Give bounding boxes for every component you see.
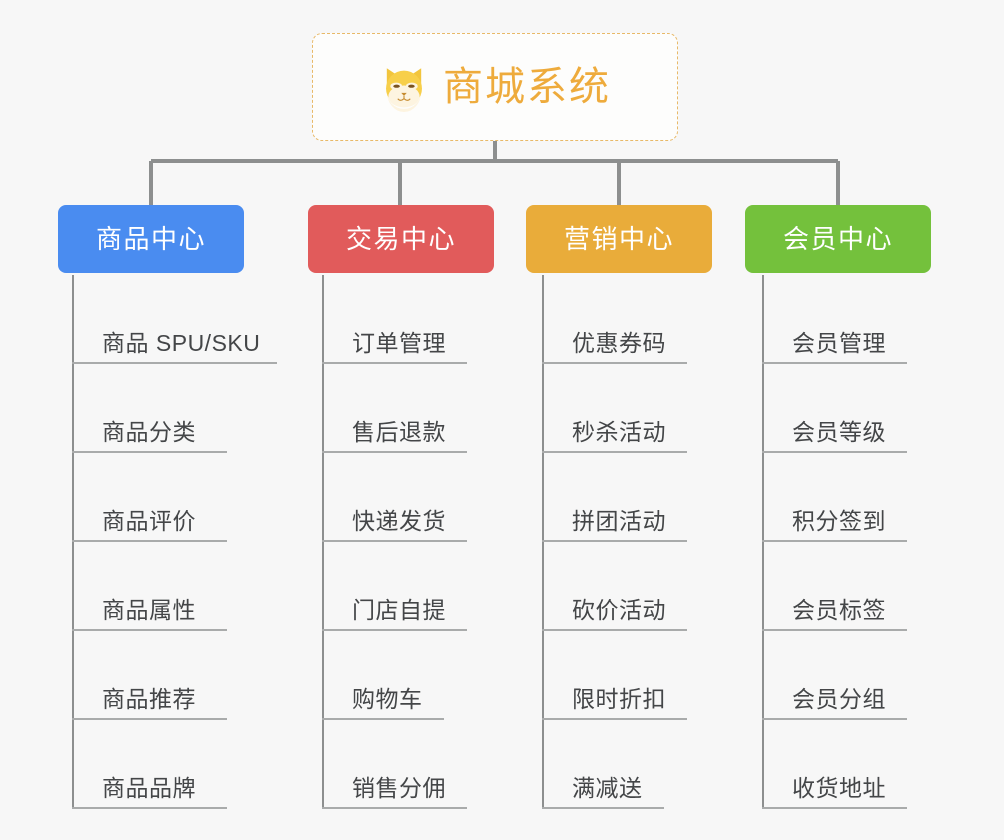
leaf-column-4: 会员管理 会员等级 积分签到 会员标签 会员分组 收货地址: [762, 275, 907, 809]
leaf-item[interactable]: 拼团活动: [542, 453, 687, 542]
leaf-underline: [762, 629, 907, 631]
column-trunk-2: [322, 275, 324, 809]
column-trunk-1: [72, 275, 74, 809]
leaf-item[interactable]: 满减送: [542, 720, 680, 809]
leaf-underline: [762, 807, 907, 809]
leaf-label: 商品属性: [102, 597, 196, 623]
category-box-2[interactable]: 交易中心: [308, 205, 494, 273]
leaf-item[interactable]: 购物车: [322, 631, 460, 720]
column-trunk-4: [762, 275, 764, 809]
leaf-item[interactable]: 商品推荐: [72, 631, 274, 720]
leaf-column-3: 优惠券码 秒杀活动 拼团活动 砍价活动 限时折扣 满减送: [542, 275, 687, 809]
leaf-item[interactable]: 快递发货: [322, 453, 467, 542]
category-label-4: 会员中心: [782, 224, 893, 254]
leaf-underline: [762, 718, 907, 720]
leaf-label: 销售分佣: [352, 775, 446, 801]
leaf-underline: [542, 718, 687, 720]
leaf-item[interactable]: 商品品牌: [72, 720, 274, 809]
leaf-item[interactable]: 会员标签: [762, 542, 907, 631]
leaf-label: 会员标签: [792, 597, 886, 623]
leaf-label: 积分签到: [792, 508, 886, 534]
leaf-label: 会员管理: [792, 330, 886, 356]
leaf-underline: [322, 451, 467, 453]
leaf-item[interactable]: 会员等级: [762, 364, 907, 453]
leaf-label: 商品推荐: [102, 686, 196, 712]
leaf-item[interactable]: 砍价活动: [542, 542, 687, 631]
leaf-underline: [72, 718, 227, 720]
leaf-underline: [542, 807, 664, 809]
category-box-4[interactable]: 会员中心: [745, 205, 931, 273]
leaf-item[interactable]: 售后退款: [322, 364, 467, 453]
category-box-3[interactable]: 营销中心: [526, 205, 712, 273]
leaf-label: 商品 SPU/SKU: [102, 330, 261, 356]
root-node[interactable]: 商城系统: [312, 33, 678, 141]
leaf-label: 收货地址: [792, 775, 886, 801]
leaf-label: 订单管理: [352, 330, 446, 356]
leaf-underline: [542, 362, 687, 364]
leaf-label: 门店自提: [352, 597, 446, 623]
leaf-underline: [72, 362, 277, 364]
leaf-item[interactable]: 销售分佣: [322, 720, 467, 809]
leaf-label: 优惠券码: [572, 330, 666, 356]
leaf-label: 售后退款: [352, 419, 446, 445]
leaf-underline: [72, 451, 227, 453]
leaf-label: 商品分类: [102, 419, 196, 445]
column-trunk-3: [542, 275, 544, 809]
category-label-1: 商品中心: [95, 224, 206, 254]
leaf-underline: [72, 540, 227, 542]
category-label-3: 营销中心: [563, 224, 674, 254]
leaf-item[interactable]: 订单管理: [322, 275, 467, 364]
leaf-underline: [322, 362, 467, 364]
leaf-item[interactable]: 商品评价: [72, 453, 274, 542]
leaf-underline: [762, 540, 907, 542]
leaf-underline: [72, 807, 227, 809]
leaf-label: 快递发货: [352, 508, 446, 534]
leaf-item[interactable]: 门店自提: [322, 542, 467, 631]
leaf-item[interactable]: 会员管理: [762, 275, 907, 364]
leaf-underline: [72, 629, 227, 631]
leaf-underline: [762, 451, 907, 453]
leaf-item[interactable]: 积分签到: [762, 453, 907, 542]
leaf-label: 秒杀活动: [572, 419, 666, 445]
leaf-item[interactable]: 收货地址: [762, 720, 907, 809]
leaf-item[interactable]: 秒杀活动: [542, 364, 687, 453]
leaf-item[interactable]: 商品分类: [72, 364, 274, 453]
leaf-underline: [762, 362, 907, 364]
leaf-item[interactable]: 会员分组: [762, 631, 907, 720]
leaf-label: 限时折扣: [572, 686, 666, 712]
leaf-label: 商品品牌: [102, 775, 196, 801]
leaf-label: 购物车: [352, 686, 423, 712]
leaf-label: 砍价活动: [572, 597, 666, 623]
leaf-label: 商品评价: [102, 508, 196, 534]
leaf-underline: [542, 540, 687, 542]
leaf-item[interactable]: 商品 SPU/SKU: [72, 275, 277, 364]
leaf-underline: [322, 629, 467, 631]
category-box-1[interactable]: 商品中心: [58, 205, 244, 273]
root-title: 商城系统: [443, 65, 611, 109]
leaf-underline: [322, 807, 467, 809]
shiba-dog-icon: [386, 68, 422, 112]
leaf-underline: [542, 629, 687, 631]
leaf-column-2: 订单管理 售后退款 快递发货 门店自提 购物车 销售分佣: [322, 275, 467, 809]
leaf-underline: [322, 540, 467, 542]
leaf-label: 会员分组: [792, 686, 886, 712]
leaf-label: 拼团活动: [572, 508, 666, 534]
leaf-underline: [542, 451, 687, 453]
category-label-2: 交易中心: [345, 224, 456, 254]
leaf-item[interactable]: 商品属性: [72, 542, 274, 631]
leaf-label: 满减送: [572, 775, 643, 801]
leaf-underline: [322, 718, 444, 720]
leaf-item[interactable]: 优惠券码: [542, 275, 687, 364]
leaf-column-1: 商品 SPU/SKU 商品分类 商品评价 商品属性 商品推荐 商品品牌: [72, 275, 277, 809]
leaf-item[interactable]: 限时折扣: [542, 631, 687, 720]
leaf-label: 会员等级: [792, 419, 886, 445]
